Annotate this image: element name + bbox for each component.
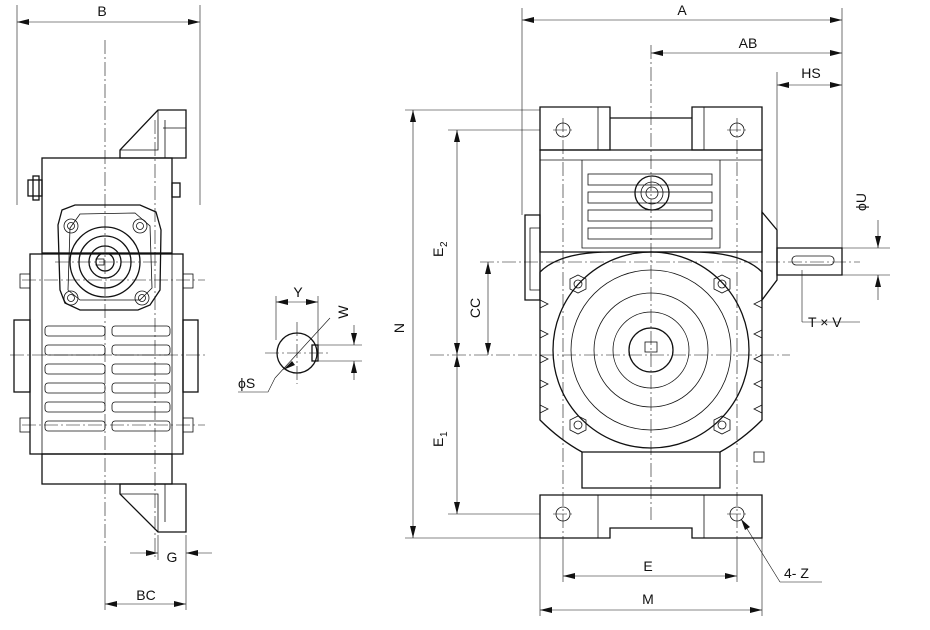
front-view: A AB HS ϕU T × V N E 2: [391, 2, 890, 616]
dim-BC-label: BC: [136, 587, 155, 603]
dim-CC-label: CC: [467, 298, 483, 318]
dim-E2-subscript: 2: [439, 241, 450, 247]
dim-N-label: N: [391, 323, 407, 333]
dim-G-label: G: [167, 549, 178, 565]
dim-Z-label: 4- Z: [784, 565, 809, 581]
dim-Y-label: Y: [293, 284, 303, 300]
dim-TxV-label: T × V: [808, 314, 842, 330]
dim-W-label: W: [335, 305, 351, 319]
dim-B-label: B: [97, 3, 106, 19]
dim-M-label: M: [642, 591, 654, 607]
dim-E2-label: E: [430, 248, 446, 257]
dim-U-label: ϕU: [853, 193, 869, 211]
dim-HS-label: HS: [801, 65, 820, 81]
dim-S-label: ϕS: [238, 375, 255, 391]
dim-E1-subscript: 1: [439, 431, 450, 437]
side-view: B: [10, 3, 212, 610]
dim-E-label: E: [643, 558, 652, 574]
keyway-detail: Y W ϕS: [238, 284, 362, 393]
dim-E1-label: E: [430, 438, 446, 447]
dim-AB-label: AB: [739, 35, 758, 51]
dim-A-label: A: [677, 2, 687, 18]
